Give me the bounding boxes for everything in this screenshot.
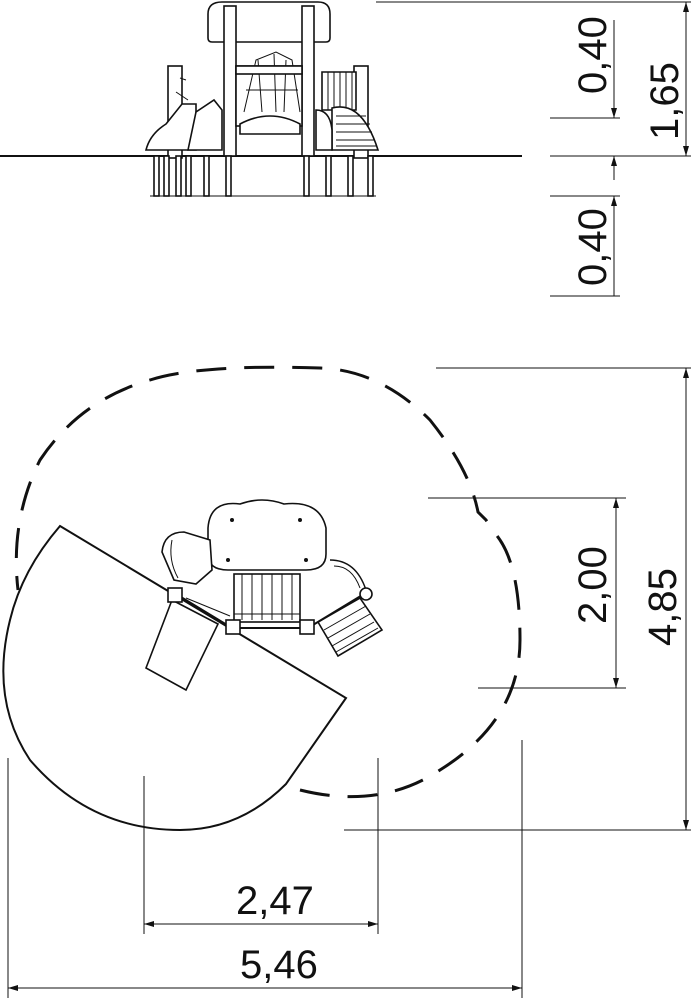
dim-inner-width: 2,47 [236, 879, 314, 923]
plan-dimensions: 2,00 4,85 2,47 5,46 [7, 367, 691, 998]
dim-lower-040: 0,40 [571, 208, 615, 286]
post-right [301, 5, 315, 157]
slide-chute [145, 598, 220, 692]
elevation-view [0, 1, 522, 197]
dim-inner-depth: 2,00 [571, 546, 615, 624]
dim-outer-depth: 4,85 [641, 568, 685, 646]
safety-zone-dashed [14, 365, 522, 799]
tube-slide [161, 531, 213, 585]
elevation-dimensions: 0,40 1,65 0,40 [376, 1, 691, 297]
side-rail [329, 559, 367, 591]
dim-outer-width: 5,46 [240, 943, 318, 987]
center-deck [233, 573, 301, 623]
dim-total-height: 1,65 [643, 62, 687, 140]
roof-panel [207, 1, 331, 43]
post-left [223, 5, 237, 157]
plan-view [2, 365, 522, 832]
dim-upper-040: 0,40 [571, 16, 615, 94]
roof-top [207, 499, 327, 571]
slide-fall-zone [2, 524, 348, 832]
ladder [316, 596, 384, 658]
footings [150, 155, 376, 197]
